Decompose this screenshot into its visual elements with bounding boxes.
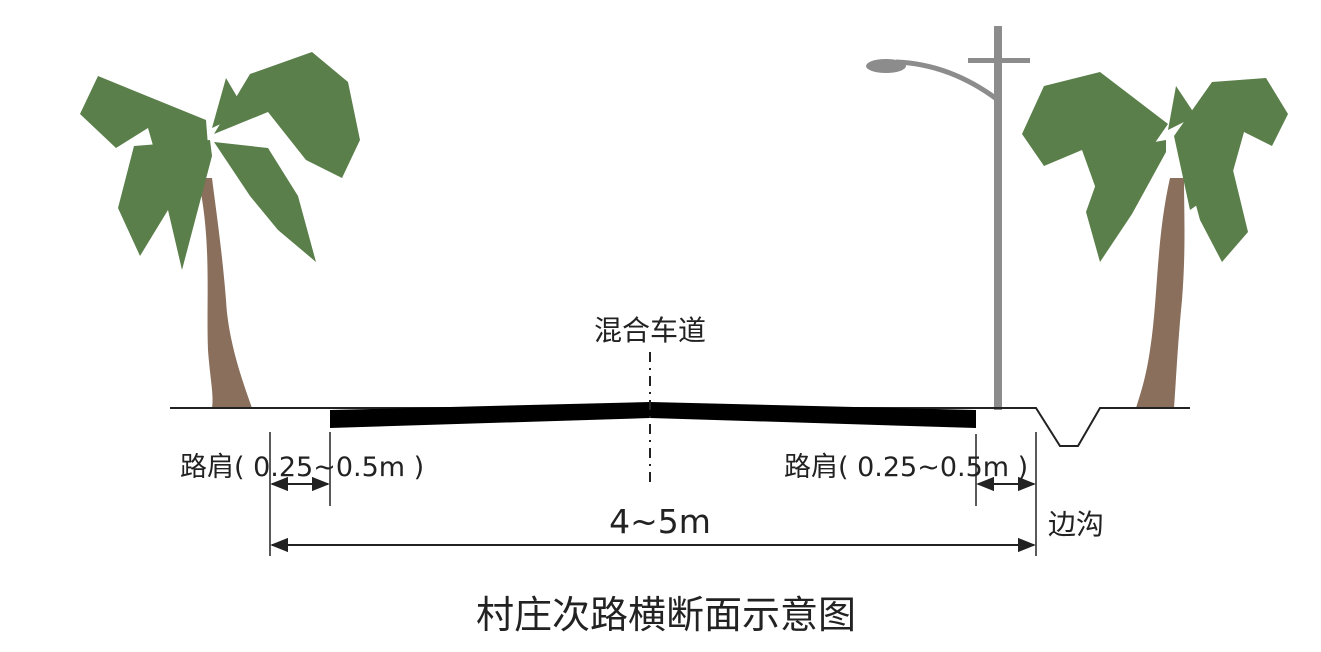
palm-tree-right-icon <box>1022 72 1288 408</box>
pavement <box>330 402 976 428</box>
lane-label: 混合车道 <box>594 314 706 347</box>
extension-lines <box>269 432 1037 556</box>
ditch-label: 边沟 <box>1048 508 1104 541</box>
street-lamp-icon <box>866 26 1030 410</box>
shoulder-left-label: 路肩( 0.25~0.5m ) <box>180 452 424 483</box>
palm-tree-left-icon <box>80 52 360 408</box>
width-label: 4~5m <box>609 502 711 541</box>
diagram-caption: 村庄次路横断面示意图 <box>476 593 856 637</box>
shoulder-right-label: 路肩( 0.25~0.5m ) <box>784 452 1028 483</box>
